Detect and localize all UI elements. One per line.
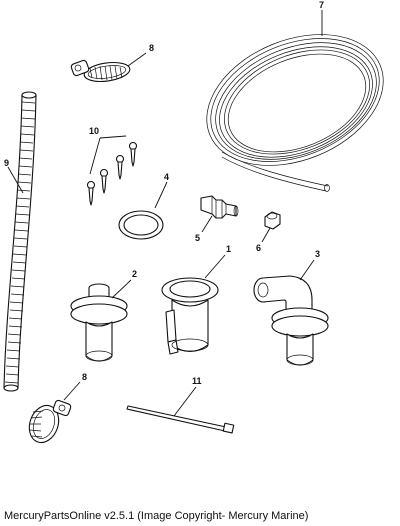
part-6-fitting[interactable] bbox=[264, 211, 281, 230]
callout-6: 6 bbox=[256, 243, 261, 253]
part-4-gasket[interactable] bbox=[118, 210, 164, 240]
callout-9: 9 bbox=[4, 158, 9, 168]
callout-7: 7 bbox=[319, 0, 324, 10]
part-8-hose-clamp-bottom[interactable] bbox=[24, 399, 72, 447]
part-9-corrugated-hose[interactable] bbox=[3, 91, 37, 392]
callout-4: 4 bbox=[164, 172, 169, 182]
callout-11: 11 bbox=[192, 376, 202, 386]
callout-3: 3 bbox=[315, 249, 320, 259]
part-10-screws[interactable] bbox=[86, 141, 138, 206]
callout-8-top: 8 bbox=[149, 43, 154, 53]
callout-8-bottom: 8 bbox=[82, 372, 87, 382]
callout-10: 10 bbox=[89, 126, 99, 136]
part-3-elbow-fitting[interactable] bbox=[253, 275, 329, 366]
callout-1: 1 bbox=[226, 244, 231, 254]
part-7-coiled-hose[interactable] bbox=[187, 10, 400, 192]
callout-5: 5 bbox=[195, 233, 200, 243]
part-2-straight-fitting[interactable] bbox=[70, 283, 128, 362]
part-11-cable-tie[interactable] bbox=[126, 405, 235, 434]
part-8-hose-clamp-top[interactable] bbox=[70, 59, 131, 84]
part-5-connector[interactable] bbox=[200, 195, 239, 219]
copyright-footer: MercuryPartsOnline v2.5.1 (Image Copyrig… bbox=[4, 510, 309, 522]
part-1-vent-fitting[interactable] bbox=[161, 277, 219, 355]
callout-2: 2 bbox=[132, 269, 137, 279]
